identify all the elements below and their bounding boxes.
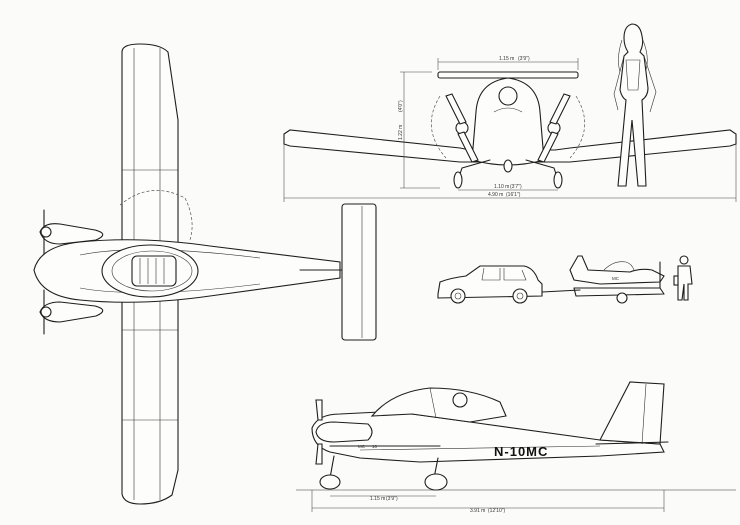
side-view-main-wheel [424,473,448,491]
side-view-propeller [315,399,323,465]
front-view-wheel-right [553,171,563,189]
side-view-canopy [370,387,507,423]
side-view-length-value: 3.91 m [470,508,485,514]
front-view-propeller-left [430,93,479,163]
front-view-height-imperial: (4'0") [398,100,404,112]
side-view-small-marking-1: MC [358,444,366,449]
side-view-pilot [452,392,468,408]
front-view-propeller-right [537,93,586,163]
top-view-seat [131,255,177,287]
side-view-length-imperial: (12'10") [488,508,506,514]
front-view-track-value: 1.10 m [494,184,509,190]
front-view-height-value: 1.22 m [398,125,404,140]
top-view-nacelle-lower [39,289,104,335]
trailer-plane [569,255,665,285]
front-view-track-imperial: (3'7") [510,184,522,190]
side-view: N-10MC MC 10 1.15 m (3'9") 3.91 m (12'10… [296,381,736,514]
front-view-fuselage [471,77,545,166]
scale-figure-woman [613,23,657,187]
top-view [33,43,377,505]
trailer-wheel [616,292,628,304]
front-view-wheel-left [453,171,463,189]
front-view-nose-wheel [503,159,513,173]
scale-figure-man [673,255,693,301]
car-rear-wheel [512,288,528,304]
side-view-registration: N-10MC [494,444,548,459]
car-front-wheel [450,288,466,304]
top-view-tailplane [341,203,377,341]
front-view-pilot [498,86,518,106]
side-view-small-marking-2: 10 [372,444,378,449]
front-view-top-bar [437,71,579,79]
side-view-wheelbase-value: 1.15 m [370,496,385,502]
side-view-tail [599,381,665,445]
front-view-wingspan-imperial: (16'1") [506,192,521,198]
front-view-prop-span-imperial: (3'9") [518,56,530,62]
top-view-nacelle-upper [39,209,104,255]
trailer-plane-marking: MC [612,276,620,281]
side-view-nacelle [315,421,373,443]
front-view: 1.15 m (3'9") 1.22 m (4'0") 1.10 m (3'7"… [283,56,737,202]
front-view-wingspan-value: 4.90 m [488,192,503,198]
front-view-prop-span-value: 1.15 m [499,56,514,62]
side-view-wheelbase-imperial: (3'9") [386,496,398,502]
car-trailer-scene: MC [437,255,693,304]
side-view-nose-wheel [319,474,341,490]
